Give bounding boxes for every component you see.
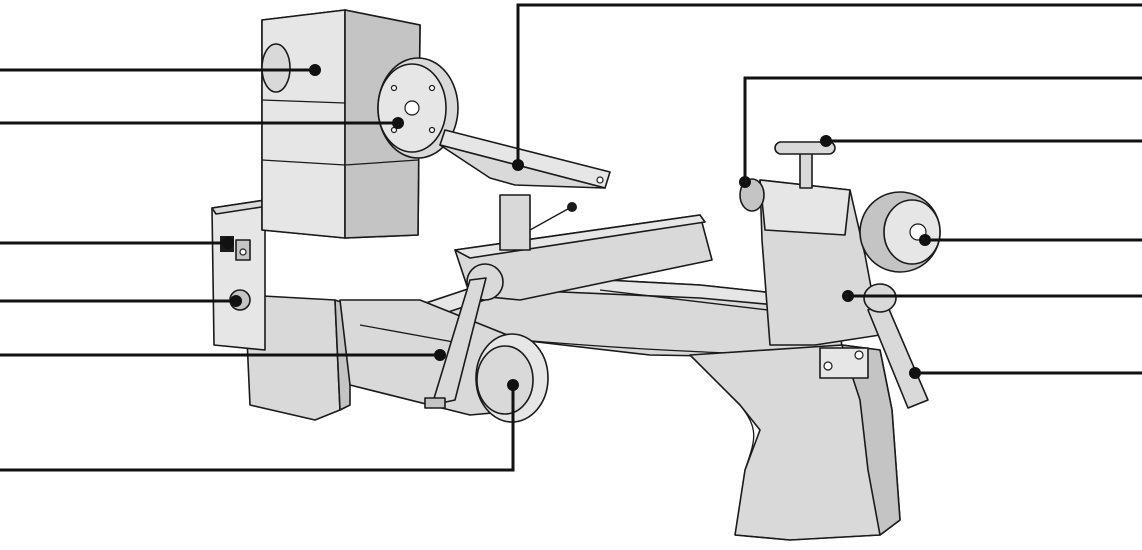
switch-box: [211, 199, 269, 351]
callout-dot-switch: [222, 237, 234, 249]
callout-dot-live-center: [739, 176, 751, 188]
leader-line-8: [743, 76, 1142, 180]
tailstock: [739, 141, 941, 409]
callout-dot-faceplate: [392, 117, 404, 129]
callout-dot-tool-rest: [512, 159, 524, 171]
callout-dot-banjo-lock: [434, 349, 446, 361]
headstock-stand: [244, 294, 351, 421]
callout-dot-tailstock: [842, 290, 854, 302]
callout-dot-tailstock-lock: [909, 367, 921, 379]
callout-dot-motor: [507, 379, 519, 391]
tool-rest: [439, 129, 611, 251]
leader-line-7: [516, 3, 1142, 165]
callout-dots: [222, 64, 931, 391]
callout-lines: [0, 3, 1142, 472]
motor: [339, 299, 549, 423]
handwheel: [261, 43, 291, 93]
callout-dot-headstock: [309, 64, 321, 76]
callout-dot-quill-lock: [820, 135, 832, 147]
tailstock-stand: [689, 344, 901, 541]
callout-dot-handwheel: [919, 234, 931, 246]
callout-dot-knob: [230, 295, 242, 307]
faceplate: [377, 57, 459, 159]
leader-line-6: [0, 385, 515, 472]
